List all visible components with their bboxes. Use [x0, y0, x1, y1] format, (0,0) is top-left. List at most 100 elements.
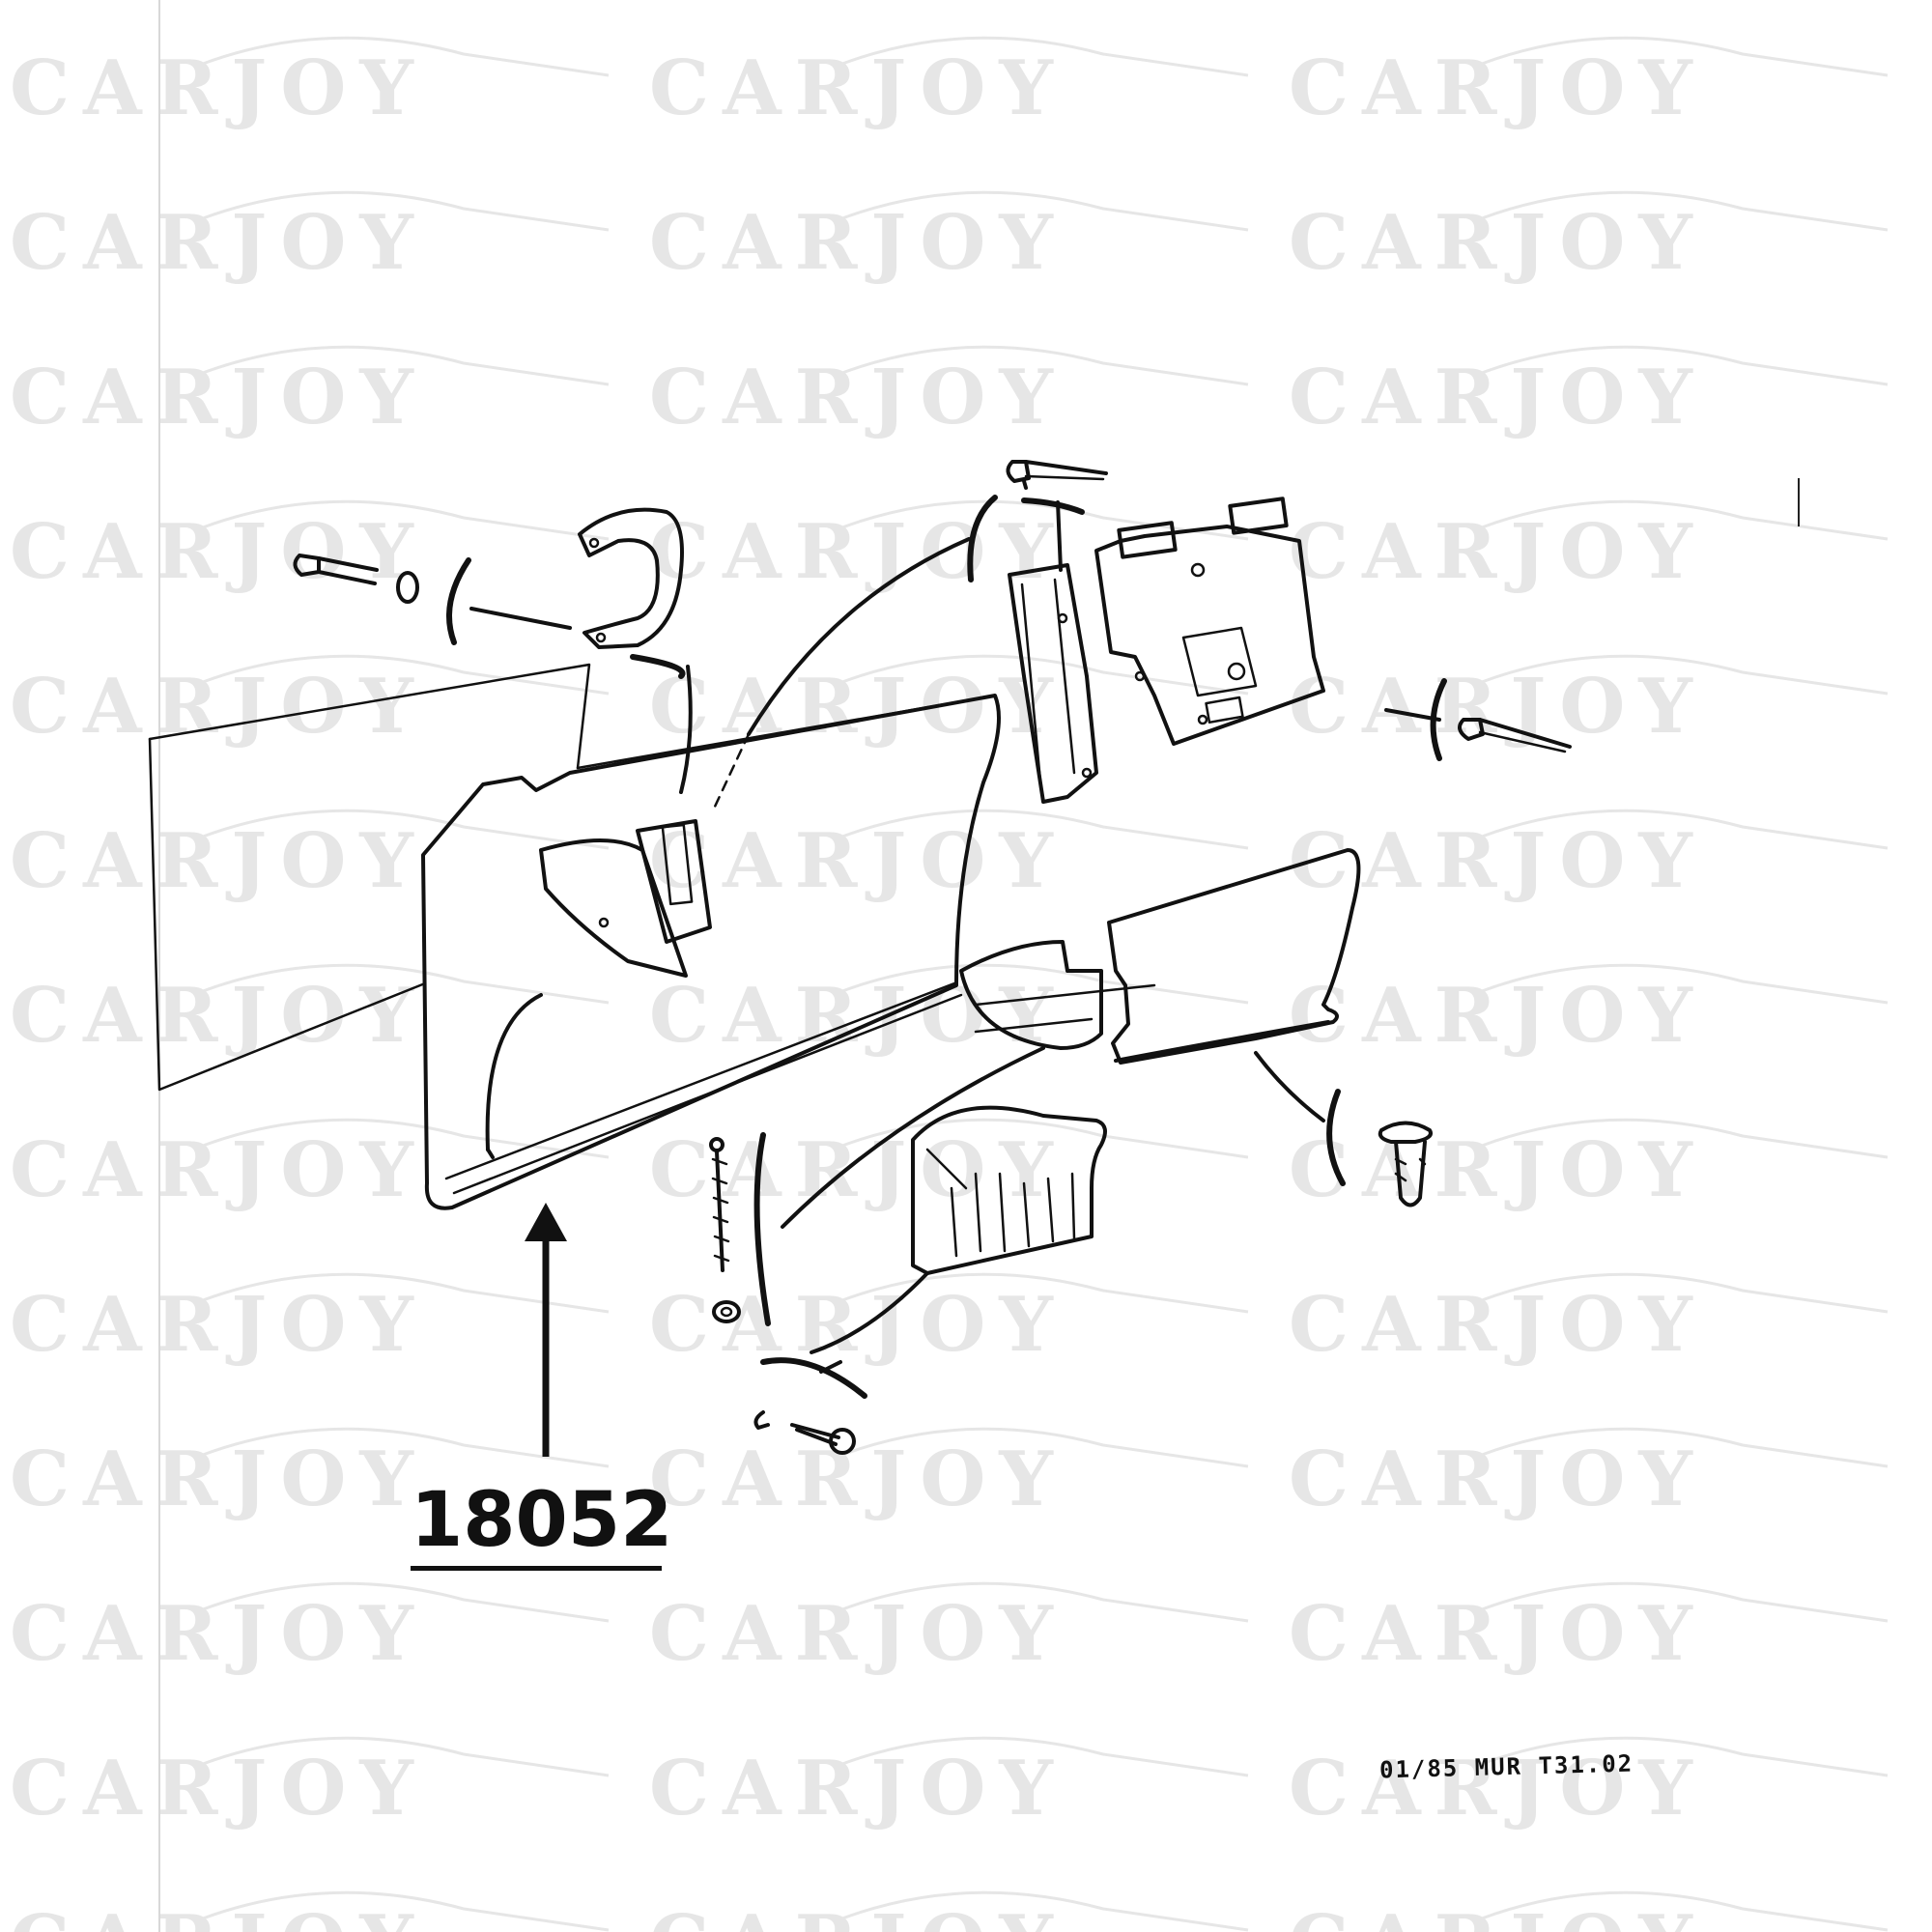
watermark-car-icon: [841, 1736, 1249, 1777]
watermark-car-icon: [1481, 36, 1889, 77]
watermark-text: CARJOY: [10, 1126, 427, 1214]
watermark-text: CARJOY: [649, 44, 1066, 132]
watermark-text: CARJOY: [649, 1590, 1066, 1678]
watermark-car-icon: [202, 654, 610, 696]
watermark-car-icon: [841, 809, 1249, 850]
washer-icon: [396, 571, 419, 604]
watermark-text: CARJOY: [1289, 508, 1706, 596]
watermark-car-icon: [841, 1118, 1249, 1159]
watermark-text: CARJOY: [1289, 663, 1706, 751]
watermark-car-icon: [202, 345, 610, 386]
watermark-text: CARJOY: [1289, 1435, 1706, 1523]
watermark-car-icon: [841, 654, 1249, 696]
watermark-text: CARJOY: [10, 44, 427, 132]
watermark-car-icon: [1481, 1272, 1889, 1314]
watermark-car-icon: [202, 1272, 610, 1314]
callout-arrow: [525, 1203, 567, 1457]
push-clip-icon: [1378, 1121, 1433, 1208]
leader-line: [747, 537, 971, 736]
part-number-label: 18052: [411, 1483, 672, 1571]
watermark-car-icon: [202, 963, 610, 1005]
watermark-car-icon: [1481, 1581, 1889, 1623]
watermark-text: CARJOY: [649, 508, 1066, 596]
watermark-text: CARJOY: [649, 972, 1066, 1060]
watermark-text: CARJOY: [10, 972, 427, 1060]
watermark-car-icon: [202, 809, 610, 850]
leader-line: [469, 607, 572, 630]
watermark-text: CARJOY: [649, 354, 1066, 441]
watermark-car-icon: [841, 345, 1249, 386]
watermark-car-icon: [1481, 345, 1889, 386]
watermark-car-icon: [1481, 499, 1889, 541]
panel-hole-icon: [598, 917, 610, 928]
bolt-icon: [293, 554, 379, 585]
callout-bracket: [446, 557, 471, 645]
watermark-text: CARJOY: [1289, 817, 1706, 905]
leader-line: [810, 1271, 929, 1354]
watermark-text: CARJOY: [10, 1745, 427, 1833]
leader-line: [1254, 1051, 1325, 1122]
watermark-text: CARJOY: [649, 1435, 1066, 1523]
watermark-text: CARJOY: [1289, 1745, 1706, 1833]
watermark-text: CARJOY: [649, 1281, 1066, 1369]
watermark-text: CARJOY: [1289, 199, 1706, 287]
watermark-car-icon: [1481, 1427, 1889, 1468]
callout-bracket: [753, 1132, 771, 1326]
screw-icon: [1458, 718, 1572, 753]
watermark-text: CARJOY: [10, 1899, 427, 1932]
watermark-text: CARJOY: [10, 1435, 427, 1523]
watermark-car-icon: [202, 1118, 610, 1159]
watermark-car-icon: [1481, 1890, 1889, 1932]
pull-handle-bracket: [578, 507, 684, 649]
watermark-car-icon: [202, 190, 610, 232]
leader-line: [1056, 500, 1063, 572]
watermark-car-icon: [1481, 1118, 1889, 1159]
map-pocket: [959, 848, 1361, 1065]
door-pull-cup: [911, 1105, 1107, 1275]
small-screw-icon: [753, 1410, 856, 1455]
watermark-car-icon: [1481, 654, 1889, 696]
watermark-text: CARJOY: [10, 1590, 427, 1678]
watermark-car-icon: [202, 1581, 610, 1623]
watermark-text: CARJOY: [649, 663, 1066, 751]
door-trim-panel: [421, 694, 1001, 1210]
watermark-text: CARJOY: [649, 199, 1066, 287]
screw-icon: [1006, 460, 1108, 490]
leader-line: [819, 1360, 842, 1374]
watermark-text: CARJOY: [649, 817, 1066, 905]
callout-bracket: [760, 1357, 867, 1399]
watermark-text: CARJOY: [10, 1281, 427, 1369]
watermark-car-icon: [202, 36, 610, 77]
watermark-text: CARJOY: [10, 354, 427, 441]
watermark-car-icon: [1481, 809, 1889, 850]
watermark-text: CARJOY: [10, 663, 427, 751]
watermark-car-icon: [1481, 963, 1889, 1005]
watermark-layer: CARJOY CARJOY CARJOY CARJOY CARJOY CARJOY CARJ…: [10, 36, 1889, 1932]
watermark-car-icon: [841, 1890, 1249, 1932]
leader-line: [679, 665, 693, 794]
callout-bracket: [967, 495, 998, 582]
callout-bracket: [1021, 497, 1085, 515]
leader-line-dashed: [713, 732, 751, 809]
watermark-text: CARJOY: [10, 508, 427, 596]
watermark-text: CARJOY: [1289, 1281, 1706, 1369]
watermark-car-icon: [841, 963, 1249, 1005]
watermark-text: CARJOY: [649, 1745, 1066, 1833]
watermark-text: CARJOY: [649, 1899, 1066, 1932]
long-screw-icon: [709, 1137, 741, 1323]
callout-bracket: [1326, 1089, 1346, 1186]
watermark-text: CARJOY: [1289, 1899, 1706, 1932]
watermark-text: CARJOY: [1289, 44, 1706, 132]
watermark-car-icon: [202, 1427, 610, 1468]
watermark-text: CARJOY: [10, 199, 427, 287]
watermark-text: CARJOY: [1289, 354, 1706, 441]
watermark-car-icon: [841, 1581, 1249, 1623]
watermark-car-icon: [1481, 1736, 1889, 1777]
watermark-car-icon: [1481, 190, 1889, 232]
watermark-text: CARJOY: [10, 817, 427, 905]
window-regulator-rail: [1008, 563, 1098, 804]
callout-bracket: [630, 654, 686, 679]
watermark-car-icon: [202, 1890, 610, 1932]
watermark-text: CARJOY: [1289, 1590, 1706, 1678]
